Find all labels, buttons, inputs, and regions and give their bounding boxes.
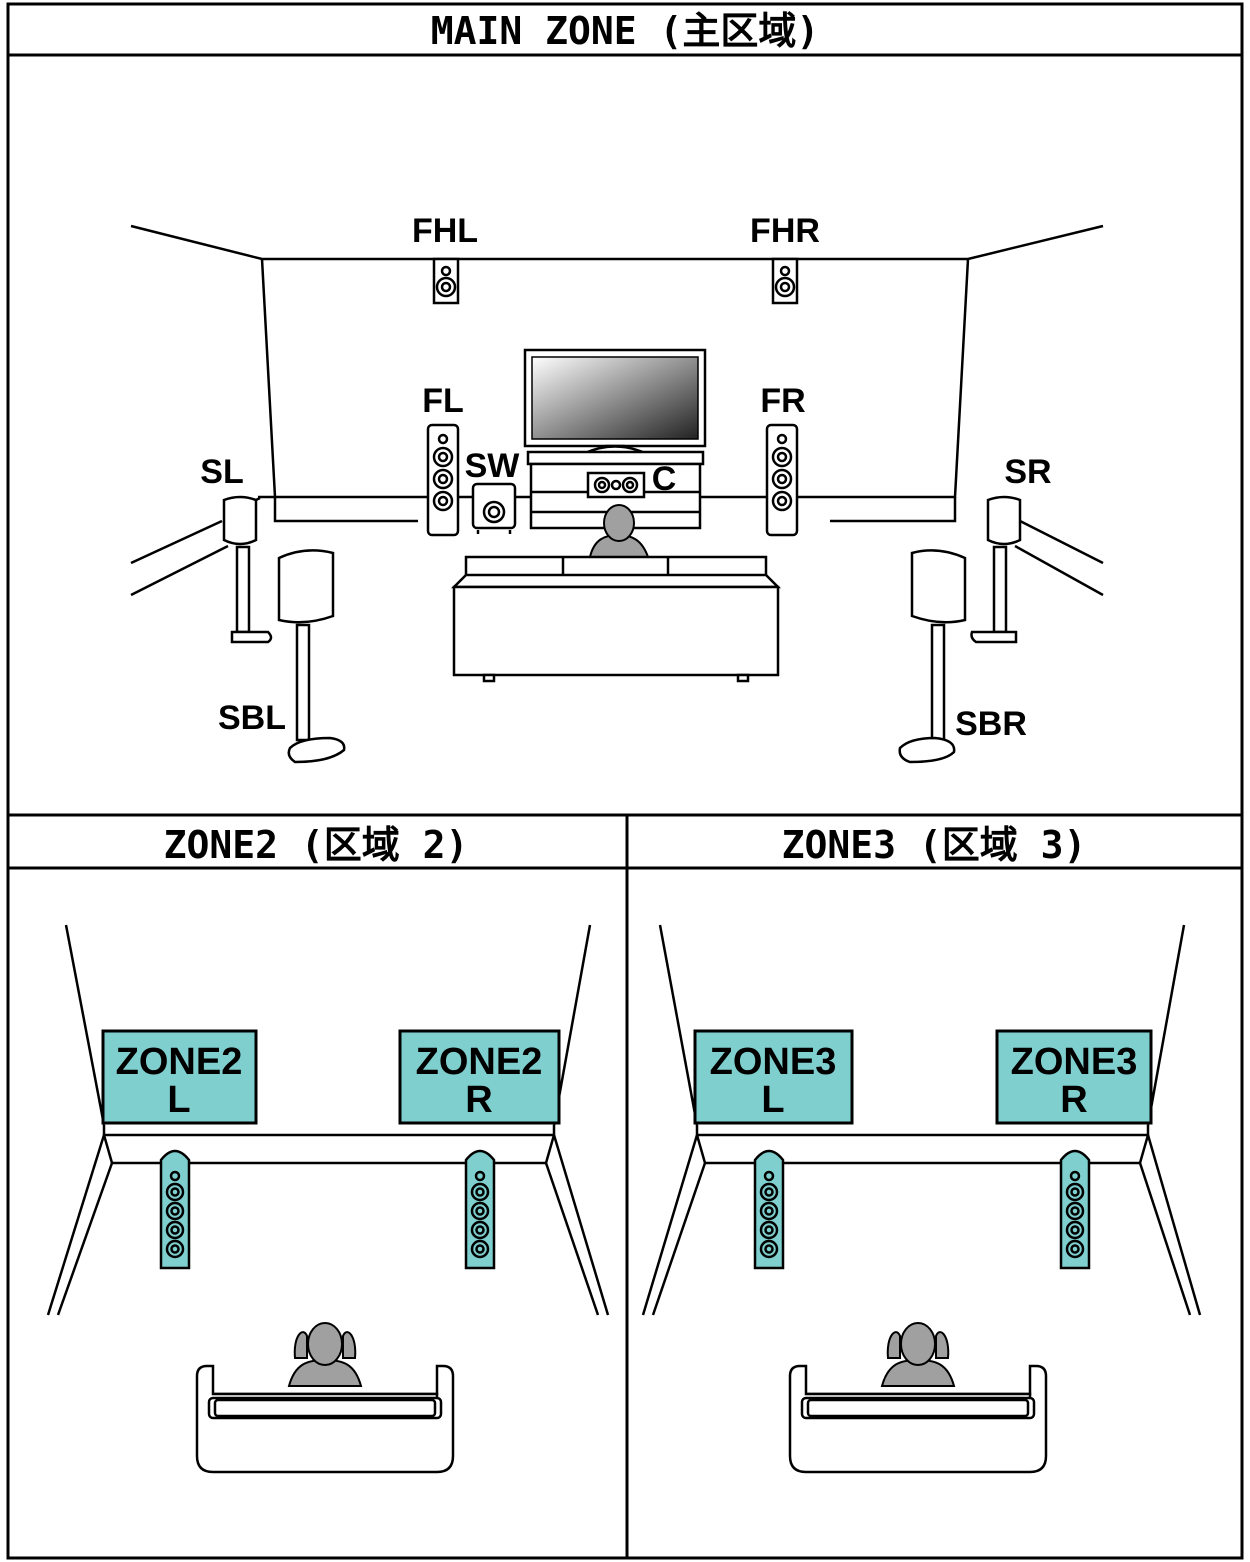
zone3-left-speaker — [753, 1149, 785, 1270]
zone2-left-speaker — [159, 1149, 191, 1270]
fr-speaker — [765, 423, 799, 537]
zone2-left-label-line1: ZONE2 — [116, 1041, 243, 1083]
zone3-left-label-line1: ZONE3 — [710, 1041, 837, 1083]
zone3-left-label-line2: L — [761, 1079, 784, 1121]
zone3-left-box: ZONE3 L — [693, 1029, 854, 1125]
main-zone-room — [130, 224, 1104, 597]
sw-speaker — [471, 482, 517, 534]
sw-label: SW — [465, 447, 521, 485]
zone2-left-box: ZONE2 L — [101, 1029, 258, 1125]
main-zone-title: MAIN ZONE (主区域) — [431, 9, 820, 53]
zone3-right-label-line1: ZONE3 — [1011, 1041, 1138, 1083]
fhr-speaker — [771, 257, 799, 305]
zone2-listener-sofa — [195, 1321, 455, 1474]
fhl-speaker — [432, 257, 460, 305]
zone2-right-speaker — [464, 1149, 496, 1270]
sbl-speaker — [277, 549, 346, 764]
tv — [523, 348, 707, 455]
zone3-title: ZONE3 (区域 3) — [782, 823, 1087, 867]
fhl-label: FHL — [412, 212, 478, 250]
fl-label: FL — [422, 382, 464, 420]
zone2-right-box: ZONE2 R — [398, 1029, 561, 1125]
fl-speaker — [426, 423, 460, 537]
c-label: C — [652, 460, 677, 498]
sbr-label: SBR — [955, 705, 1027, 743]
zone2-title: ZONE2 (区域 2) — [164, 823, 469, 867]
sbr-speaker — [898, 549, 967, 764]
fr-label: FR — [760, 382, 805, 420]
zone3-right-box: ZONE3 R — [995, 1029, 1153, 1125]
c-speaker — [586, 471, 646, 499]
zone3-right-speaker — [1059, 1149, 1091, 1270]
sl-speaker — [222, 495, 273, 644]
sr-label: SR — [1004, 453, 1051, 491]
main-listener — [588, 504, 650, 558]
sr-speaker — [970, 495, 1022, 644]
zone3-room — [641, 924, 1202, 1316]
fhr-label: FHR — [750, 212, 820, 250]
zone3-right-label-line2: R — [1060, 1079, 1087, 1121]
main-sofa — [450, 555, 782, 683]
sl-label: SL — [200, 453, 243, 491]
zone2-right-label-line2: R — [465, 1079, 492, 1121]
zone2-right-label-line1: ZONE2 — [416, 1041, 543, 1083]
sbl-label: SBL — [218, 699, 286, 737]
layout-frame — [6, 2, 1244, 1560]
zone2-left-label-line2: L — [167, 1079, 190, 1121]
zone3-listener-sofa — [788, 1321, 1048, 1474]
